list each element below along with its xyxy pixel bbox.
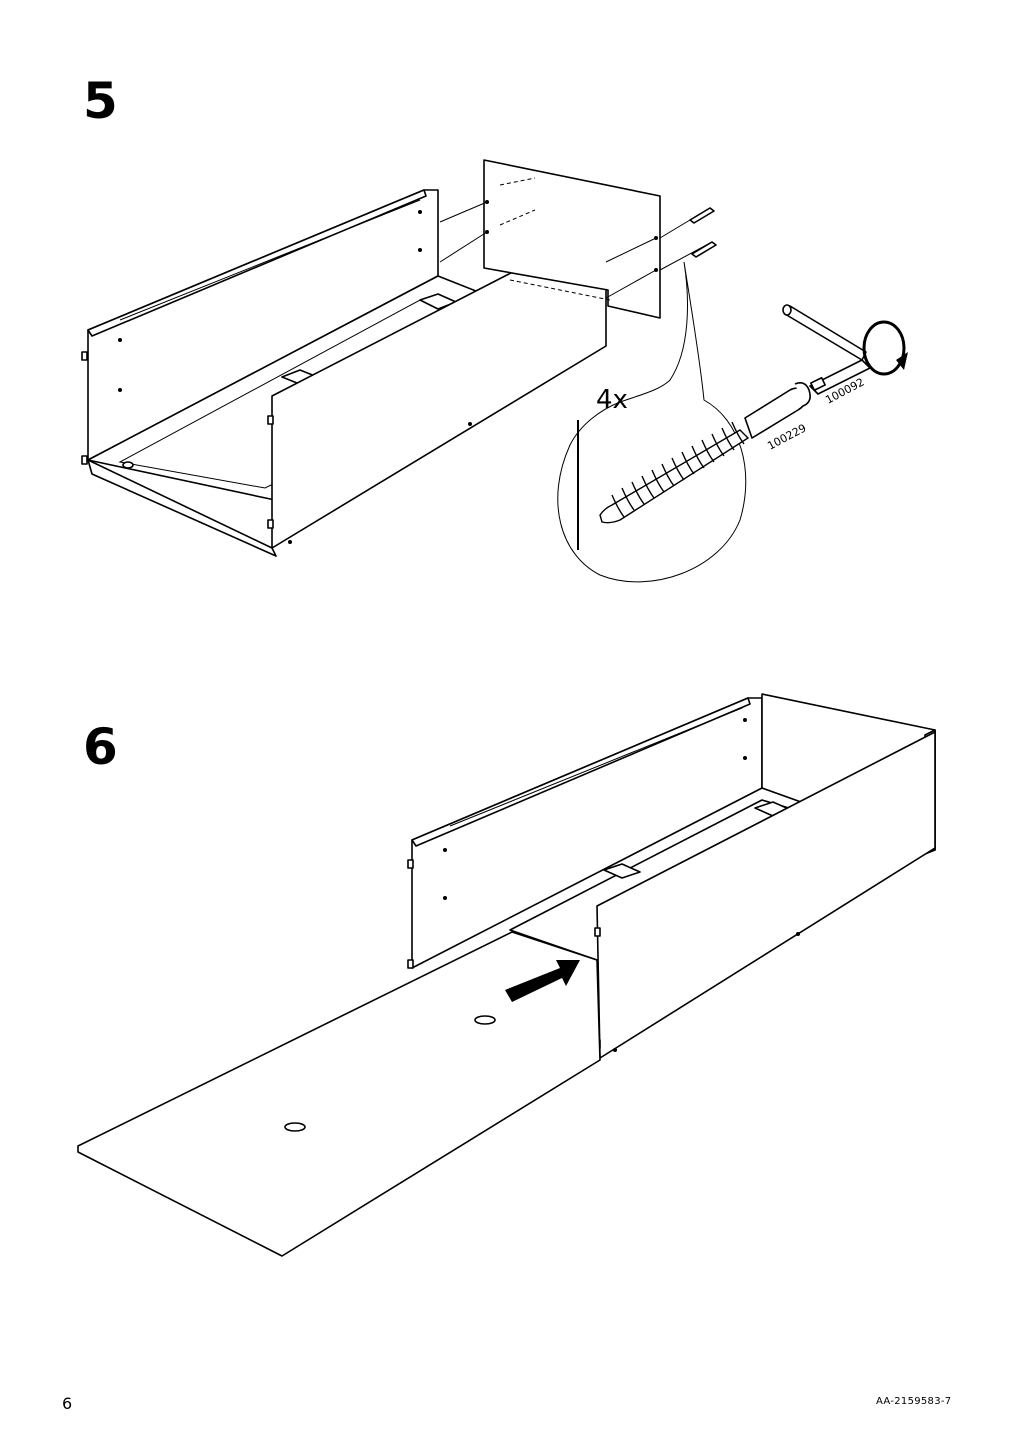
bottom-panel xyxy=(77,931,601,1257)
push-arrow-icon xyxy=(505,960,580,1002)
step-5-number: 5 xyxy=(83,72,118,130)
rotate-clockwise-icon xyxy=(862,320,908,376)
screw-icon xyxy=(605,207,717,299)
allen-key-icon xyxy=(782,304,871,395)
document-code: AA-2159583-7 xyxy=(876,1396,952,1407)
callout-detail xyxy=(557,261,811,583)
step-6-cabinet xyxy=(407,693,936,1059)
step-5-cabinet xyxy=(81,189,607,557)
step-6-number: 6 xyxy=(83,718,118,776)
side-panel xyxy=(439,159,661,319)
page-number: 6 xyxy=(62,1394,73,1413)
callout-quantity: 4x xyxy=(596,385,628,415)
